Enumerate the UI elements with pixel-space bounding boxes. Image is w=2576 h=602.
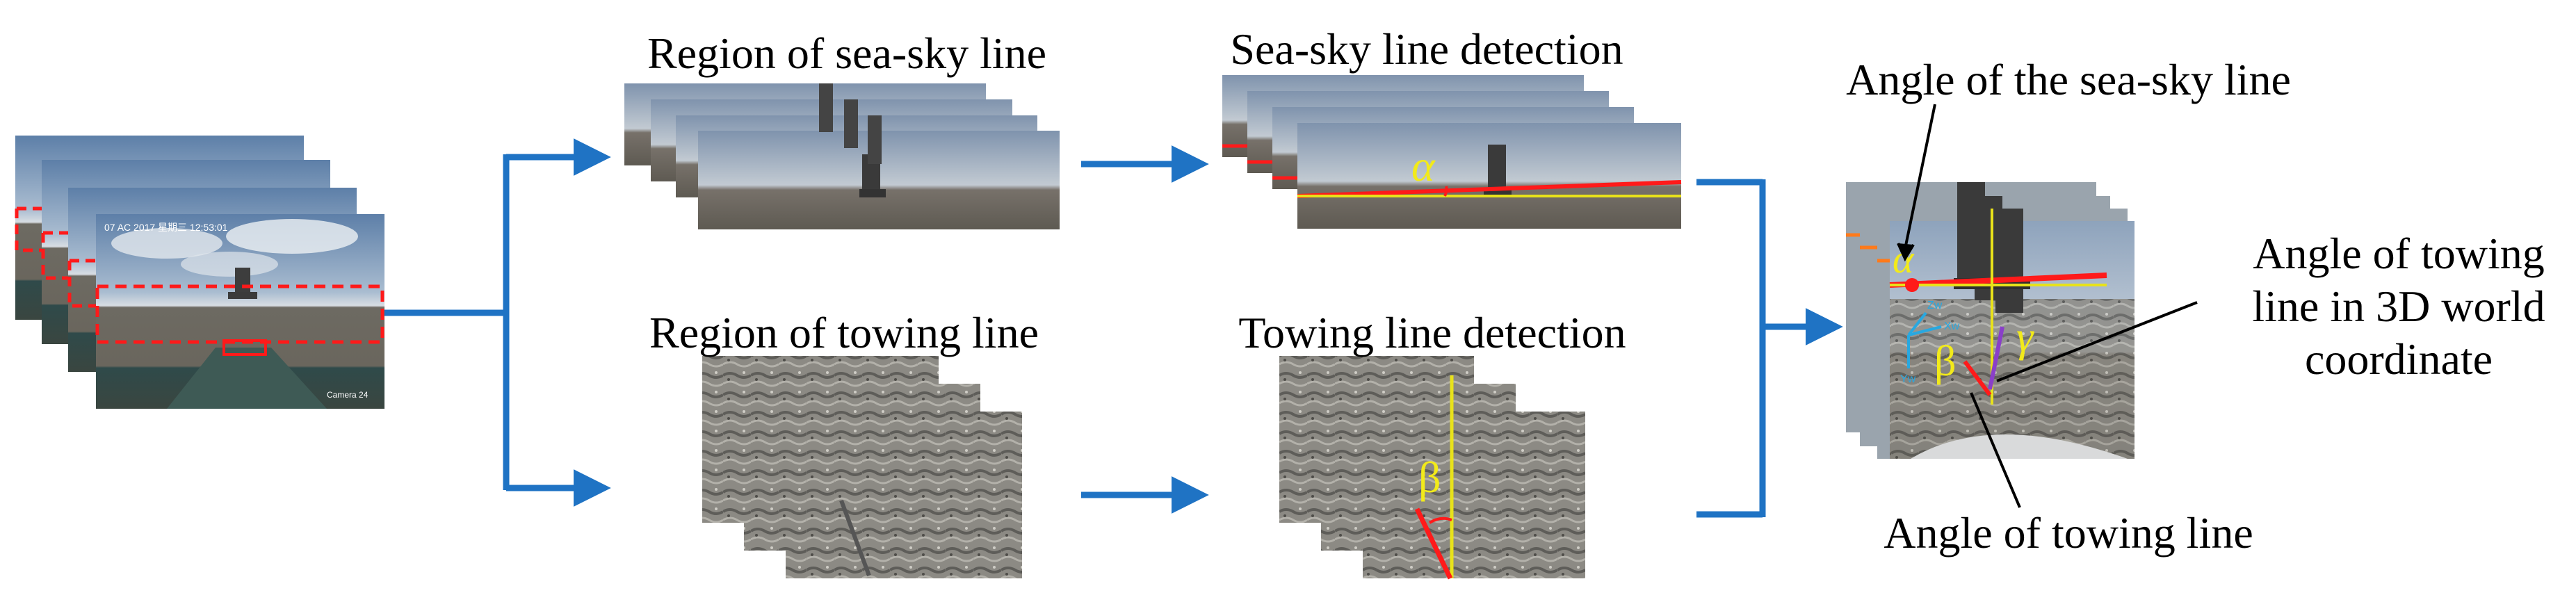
label-angle-towing-3d-line3: coordinate (2305, 334, 2493, 384)
detected-sea-sky-line (1297, 180, 1682, 198)
axis-y-label: Yw (1900, 373, 1916, 385)
label-angle-towing-3d-line2: line in 3D world (2252, 282, 2545, 331)
alpha-symbol: α (1411, 141, 1436, 190)
gamma-symbol: γ (2016, 314, 2034, 361)
label-region-sea-sky: Region of sea-sky line (647, 29, 1046, 78)
pointer-towing-angle (1970, 392, 2021, 508)
callout-pointers (1897, 104, 2198, 508)
input-frame-front (95, 214, 384, 409)
sea-sky-detection-strips: α (1222, 75, 1682, 229)
world-axes-icon (1907, 311, 1942, 368)
output-purple-line (1988, 326, 2004, 390)
axis-x-label: Xw (1944, 320, 1960, 332)
pointer-towing-3d-angle (1996, 301, 2198, 382)
beta-symbol: β (1418, 453, 1441, 502)
output-sea-sky-line (1889, 272, 2107, 288)
flow-arrows (384, 138, 1843, 518)
label-angle-towing: Angle of towing line (1884, 508, 2253, 558)
pointer-sea-sky-angle (1904, 104, 1936, 250)
output-frame-stack: α β γ Zw Xw Yw (1846, 182, 2134, 459)
input-frame-stack: 07 AC 2017 星期三 12:53:01 Camera 24 (15, 136, 384, 409)
label-angle-towing-3d-line1: Angle of towing (2253, 229, 2545, 278)
output-beta-symbol: β (1934, 338, 1957, 385)
output-towing-line (1963, 360, 1992, 396)
label-sea-sky-detection: Sea-sky line detection (1230, 24, 1623, 74)
camera-timestamp: 07 AC 2017 星期三 12:53:01 (104, 222, 228, 233)
detected-towing-line (1414, 507, 1453, 580)
camera-id: Camera 24 (327, 390, 368, 400)
towing-region-patches (702, 356, 1022, 578)
sea-sky-region-strips (624, 83, 1060, 229)
axis-z-label: Zw (1927, 300, 1943, 311)
towing-detection-patches: β (1279, 356, 1585, 580)
label-angle-sea-sky: Angle of the sea-sky line (1846, 55, 2291, 104)
label-region-towing: Region of towing line (649, 308, 1039, 357)
label-towing-detection: Towing line detection (1238, 308, 1626, 357)
sea-sky-region-box (95, 284, 384, 344)
output-alpha-symbol: α (1893, 236, 1915, 282)
